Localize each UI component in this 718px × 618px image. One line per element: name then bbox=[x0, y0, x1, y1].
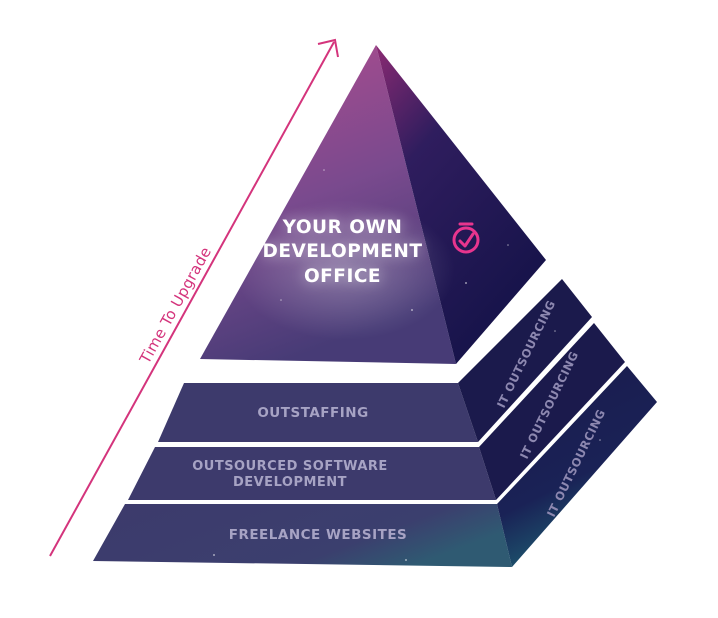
tier-3-front bbox=[93, 504, 512, 567]
tier-2-front bbox=[128, 447, 496, 500]
tier-2-label: OUTSOURCED SOFTWARE DEVELOPMENT bbox=[160, 459, 420, 492]
apex-label-line: YOUR OWN bbox=[282, 217, 403, 238]
clock-check-icon bbox=[452, 222, 480, 254]
tier-1-label: OUTSTAFFING bbox=[188, 405, 438, 422]
tier-2-label-line: OUTSOURCED SOFTWARE bbox=[192, 459, 388, 474]
tier-1-front bbox=[158, 383, 478, 442]
apex-side-face bbox=[376, 45, 546, 364]
apex-label-line: OFFICE bbox=[303, 265, 382, 287]
apex-label-line: DEVELOPMENT bbox=[262, 241, 423, 263]
apex-label: YOUR OWN DEVELOPMENT OFFICE bbox=[250, 216, 435, 289]
tier-3-label-line: FREELANCE WEBSITES bbox=[228, 527, 408, 543]
tier-3-label: FREELANCE WEBSITES bbox=[168, 527, 468, 544]
tier-2-side bbox=[479, 323, 625, 500]
tier-3-side bbox=[497, 366, 657, 567]
time-arrow bbox=[49, 38, 339, 557]
star-speckles bbox=[213, 139, 601, 561]
tier-1-side bbox=[458, 279, 592, 442]
tier-2-label-line: DEVELOPMENT bbox=[232, 475, 348, 491]
tier-1-label-line: OUTSTAFFING bbox=[257, 405, 369, 421]
